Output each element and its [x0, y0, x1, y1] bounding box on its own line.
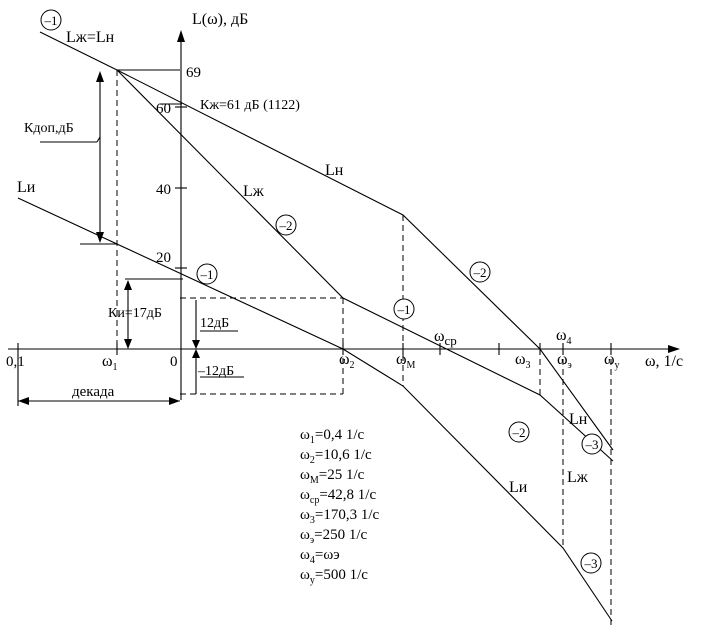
value-w4: ω4=ωэ — [300, 547, 340, 566]
curve-ln — [39, 31, 614, 451]
label-minus12: –12дБ — [197, 364, 234, 379]
value-w3: ω3=170,3 1/с — [300, 507, 380, 526]
x-tick-label-w1: ω1 — [102, 353, 118, 373]
label-kzh: Кж=61 дБ (1122) — [200, 98, 300, 113]
label-li-bottom: Lи — [509, 479, 528, 496]
x-axis-arrow — [668, 345, 680, 353]
slope-marker-3: –1 — [196, 263, 218, 285]
value-wcp: ωср=42,8 1/с — [300, 487, 376, 506]
kdop-arrow-bottom — [96, 232, 104, 243]
dekada-arrow-left — [18, 397, 29, 405]
value-w1: ω1=0,4 1/с — [300, 427, 365, 446]
value-we: ωэ=250 1/с — [300, 527, 368, 546]
y-tick-label-40: 40 — [156, 182, 171, 198]
ki-arrow-top — [124, 280, 132, 290]
label-ln-right: Lн — [569, 411, 588, 428]
slope-marker-2: –2 — [275, 214, 297, 236]
x-axis-label: ω, 1/с — [645, 353, 683, 370]
curve-lzh — [116, 69, 614, 462]
x-tick-label-we: ωэ — [557, 351, 572, 371]
label-ln: Lн — [325, 162, 344, 179]
x-tick-label-w4: ω4 — [556, 327, 572, 347]
y-axis-arrow — [177, 30, 185, 42]
label-lzh-eq-ln: Lж=Lн — [66, 29, 115, 46]
svg-text:–3: –3 — [584, 556, 598, 571]
x-tick-label-w2: ω2 — [339, 351, 355, 371]
x-tick-label-w3: ω3 — [515, 351, 531, 371]
kdop-arrow-top — [96, 71, 104, 82]
label-ki: Ки=17дБ — [108, 306, 162, 321]
ki-arrow-bottom — [124, 339, 132, 349]
y-axis-label: L(ω), дБ — [192, 11, 248, 28]
svg-text:–3: –3 — [585, 437, 599, 452]
x-tick-label-wm: ωМ — [396, 351, 416, 371]
value-wm: ωМ=25 1/с — [300, 467, 365, 486]
value-wy: ωу=500 1/с — [300, 567, 368, 586]
slope-marker-6: –2 — [508, 421, 530, 443]
y-tick-label-69: 69 — [186, 65, 201, 81]
plus12-arrow-head — [192, 340, 200, 349]
values-list: ω1=0,4 1/с ω2=10,6 1/с ωМ=25 1/с ωср=42,… — [300, 427, 380, 586]
slope-marker-8: –3 — [580, 552, 602, 574]
label-dekada: декада — [72, 384, 115, 400]
label-plus12: 12дБ — [200, 316, 229, 331]
minus12-arrow-head — [192, 349, 200, 358]
x-tick-label-01: 0,1 — [6, 354, 25, 370]
label-lzh: Lж — [243, 183, 265, 200]
label-kdop: Кдоп,дБ — [24, 121, 74, 136]
slope-marker-1: –1 — [40, 9, 62, 31]
slope-marker-4: –2 — [469, 261, 491, 283]
svg-text:–2: –2 — [279, 218, 293, 233]
value-w2: ω2=10,6 1/с — [300, 447, 372, 466]
slope-marker-5: –1 — [393, 298, 415, 320]
y-tick-label-60: 60 — [156, 101, 171, 117]
svg-text:–1: –1 — [200, 267, 214, 282]
y-tick-label-20: 20 — [156, 250, 171, 266]
x-tick-label-wcp: ωср — [434, 328, 457, 348]
dekada-arrow-right — [169, 397, 180, 405]
svg-text:–2: –2 — [512, 425, 526, 440]
svg-text:–2: –2 — [473, 265, 487, 280]
slope-marker-7: –3 — [581, 433, 603, 455]
x-tick-label-wy: ωу — [604, 351, 620, 371]
svg-text:–1: –1 — [397, 302, 411, 317]
label-li: Lи — [17, 179, 36, 196]
svg-text:–1: –1 — [44, 13, 58, 28]
label-lzh-right: Lж — [567, 469, 589, 486]
x-tick-label-zero: 0 — [170, 354, 178, 370]
